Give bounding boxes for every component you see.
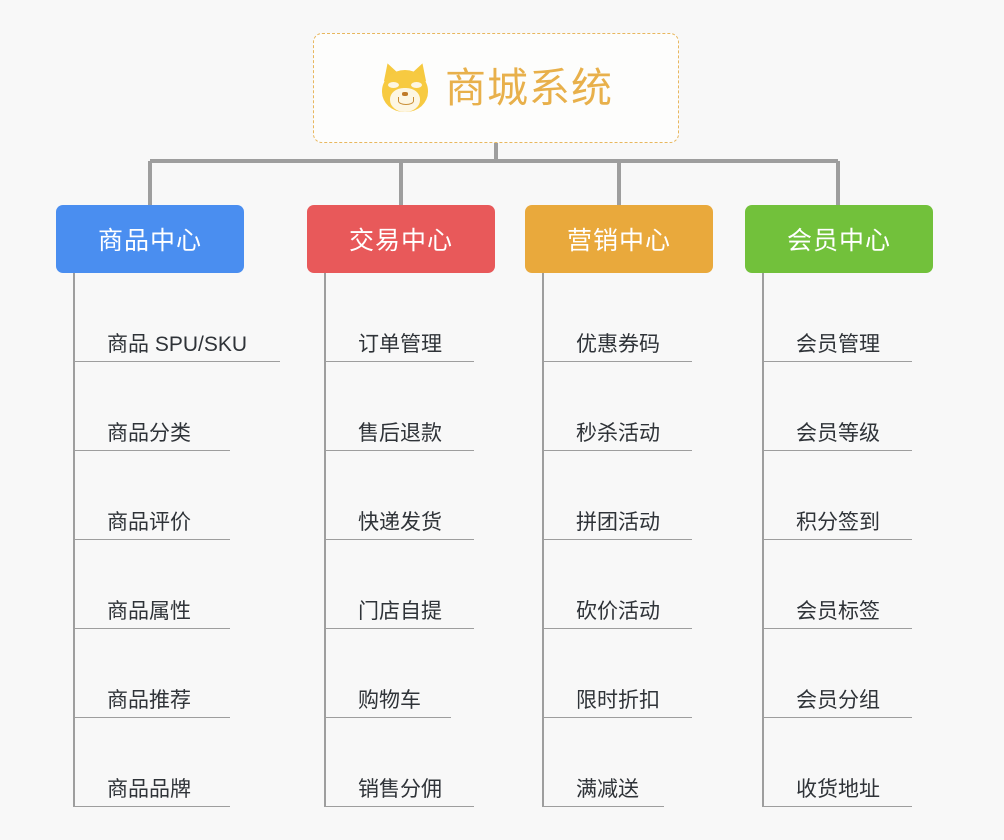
leaf-item[interactable]: 购物车 xyxy=(326,629,451,718)
leaf-list-product-center: 商品 SPU/SKU 商品分类 商品评价 商品属性 商品推荐 商品品牌 xyxy=(73,273,280,807)
branch-header-label: 会员中心 xyxy=(786,227,891,255)
leaf-item[interactable]: 门店自提 xyxy=(326,540,474,629)
leaf-label: 购物车 xyxy=(358,688,421,712)
leaf-item[interactable]: 会员等级 xyxy=(764,362,912,451)
leaf-list-marketing-center: 优惠券码 秒杀活动 拼团活动 砍价活动 限时折扣 满减送 xyxy=(542,273,692,807)
leaf-label: 商品评价 xyxy=(107,510,191,534)
leaf-label: 门店自提 xyxy=(358,599,442,623)
branch-product-center: 商品中心 商品 SPU/SKU 商品分类 商品评价 商品属性 商品推荐 商品品牌 xyxy=(56,205,280,807)
branch-header-label: 商品中心 xyxy=(97,227,202,255)
leaf-label: 售后退款 xyxy=(358,421,442,445)
leaf-label: 快递发货 xyxy=(358,510,442,534)
leaf-item[interactable]: 销售分佣 xyxy=(326,718,474,807)
branch-header-member-center[interactable]: 会员中心 xyxy=(745,205,933,273)
leaf-item[interactable]: 商品品牌 xyxy=(75,718,230,807)
branch-header-marketing-center[interactable]: 营销中心 xyxy=(525,205,713,273)
shiba-dog-icon xyxy=(378,60,432,114)
leaf-item[interactable]: 会员分组 xyxy=(764,629,912,718)
leaf-item[interactable]: 订单管理 xyxy=(326,273,474,362)
leaf-label: 秒杀活动 xyxy=(576,421,660,445)
leaf-label: 会员管理 xyxy=(796,332,880,356)
leaf-label: 商品 SPU/SKU xyxy=(107,332,248,356)
leaf-item[interactable]: 会员标签 xyxy=(764,540,912,629)
leaf-label: 优惠券码 xyxy=(576,332,660,356)
root-title: 商城系统 xyxy=(445,64,613,111)
branch-trade-center: 交易中心 订单管理 售后退款 快递发货 门店自提 购物车 销售分佣 xyxy=(307,205,495,807)
leaf-item[interactable]: 满减送 xyxy=(544,718,664,807)
branch-header-label: 交易中心 xyxy=(348,227,453,255)
branch-marketing-center: 营销中心 优惠券码 秒杀活动 拼团活动 砍价活动 限时折扣 满减送 xyxy=(525,205,713,807)
leaf-label: 商品推荐 xyxy=(107,688,191,712)
leaf-label: 限时折扣 xyxy=(576,688,660,712)
leaf-item[interactable]: 商品分类 xyxy=(75,362,230,451)
leaf-label: 销售分佣 xyxy=(358,777,442,801)
leaf-item[interactable]: 秒杀活动 xyxy=(544,362,692,451)
leaf-item[interactable]: 砍价活动 xyxy=(544,540,692,629)
leaf-item[interactable]: 会员管理 xyxy=(764,273,912,362)
leaf-label: 拼团活动 xyxy=(576,510,660,534)
leaf-list-member-center: 会员管理 会员等级 积分签到 会员标签 会员分组 收货地址 xyxy=(762,273,912,807)
leaf-label: 商品分类 xyxy=(107,421,191,445)
leaf-item[interactable]: 售后退款 xyxy=(326,362,474,451)
leaf-label: 满减送 xyxy=(576,777,639,801)
leaf-item[interactable]: 快递发货 xyxy=(326,451,474,540)
leaf-label: 积分签到 xyxy=(796,510,880,534)
leaf-item[interactable]: 优惠券码 xyxy=(544,273,692,362)
leaf-label: 会员分组 xyxy=(796,688,880,712)
branch-header-trade-center[interactable]: 交易中心 xyxy=(307,205,495,273)
leaf-item[interactable]: 商品推荐 xyxy=(75,629,230,718)
leaf-item[interactable]: 收货地址 xyxy=(764,718,912,807)
leaf-label: 订单管理 xyxy=(358,332,442,356)
branch-header-label: 营销中心 xyxy=(566,227,671,255)
leaf-label: 商品品牌 xyxy=(107,777,191,801)
leaf-item[interactable]: 积分签到 xyxy=(764,451,912,540)
leaf-item[interactable]: 拼团活动 xyxy=(544,451,692,540)
leaf-label: 会员标签 xyxy=(796,599,880,623)
leaf-list-trade-center: 订单管理 售后退款 快递发货 门店自提 购物车 销售分佣 xyxy=(324,273,474,807)
branch-header-product-center[interactable]: 商品中心 xyxy=(56,205,244,273)
root-node[interactable]: 商城系统 xyxy=(313,33,679,143)
leaf-item[interactable]: 限时折扣 xyxy=(544,629,692,718)
leaf-item[interactable]: 商品 SPU/SKU xyxy=(75,273,280,362)
leaf-item[interactable]: 商品评价 xyxy=(75,451,230,540)
leaf-label: 商品属性 xyxy=(107,599,191,623)
leaf-label: 会员等级 xyxy=(796,421,880,445)
branch-member-center: 会员中心 会员管理 会员等级 积分签到 会员标签 会员分组 收货地址 xyxy=(745,205,933,807)
leaf-item[interactable]: 商品属性 xyxy=(75,540,230,629)
leaf-label: 砍价活动 xyxy=(576,599,660,623)
leaf-label: 收货地址 xyxy=(796,777,880,801)
